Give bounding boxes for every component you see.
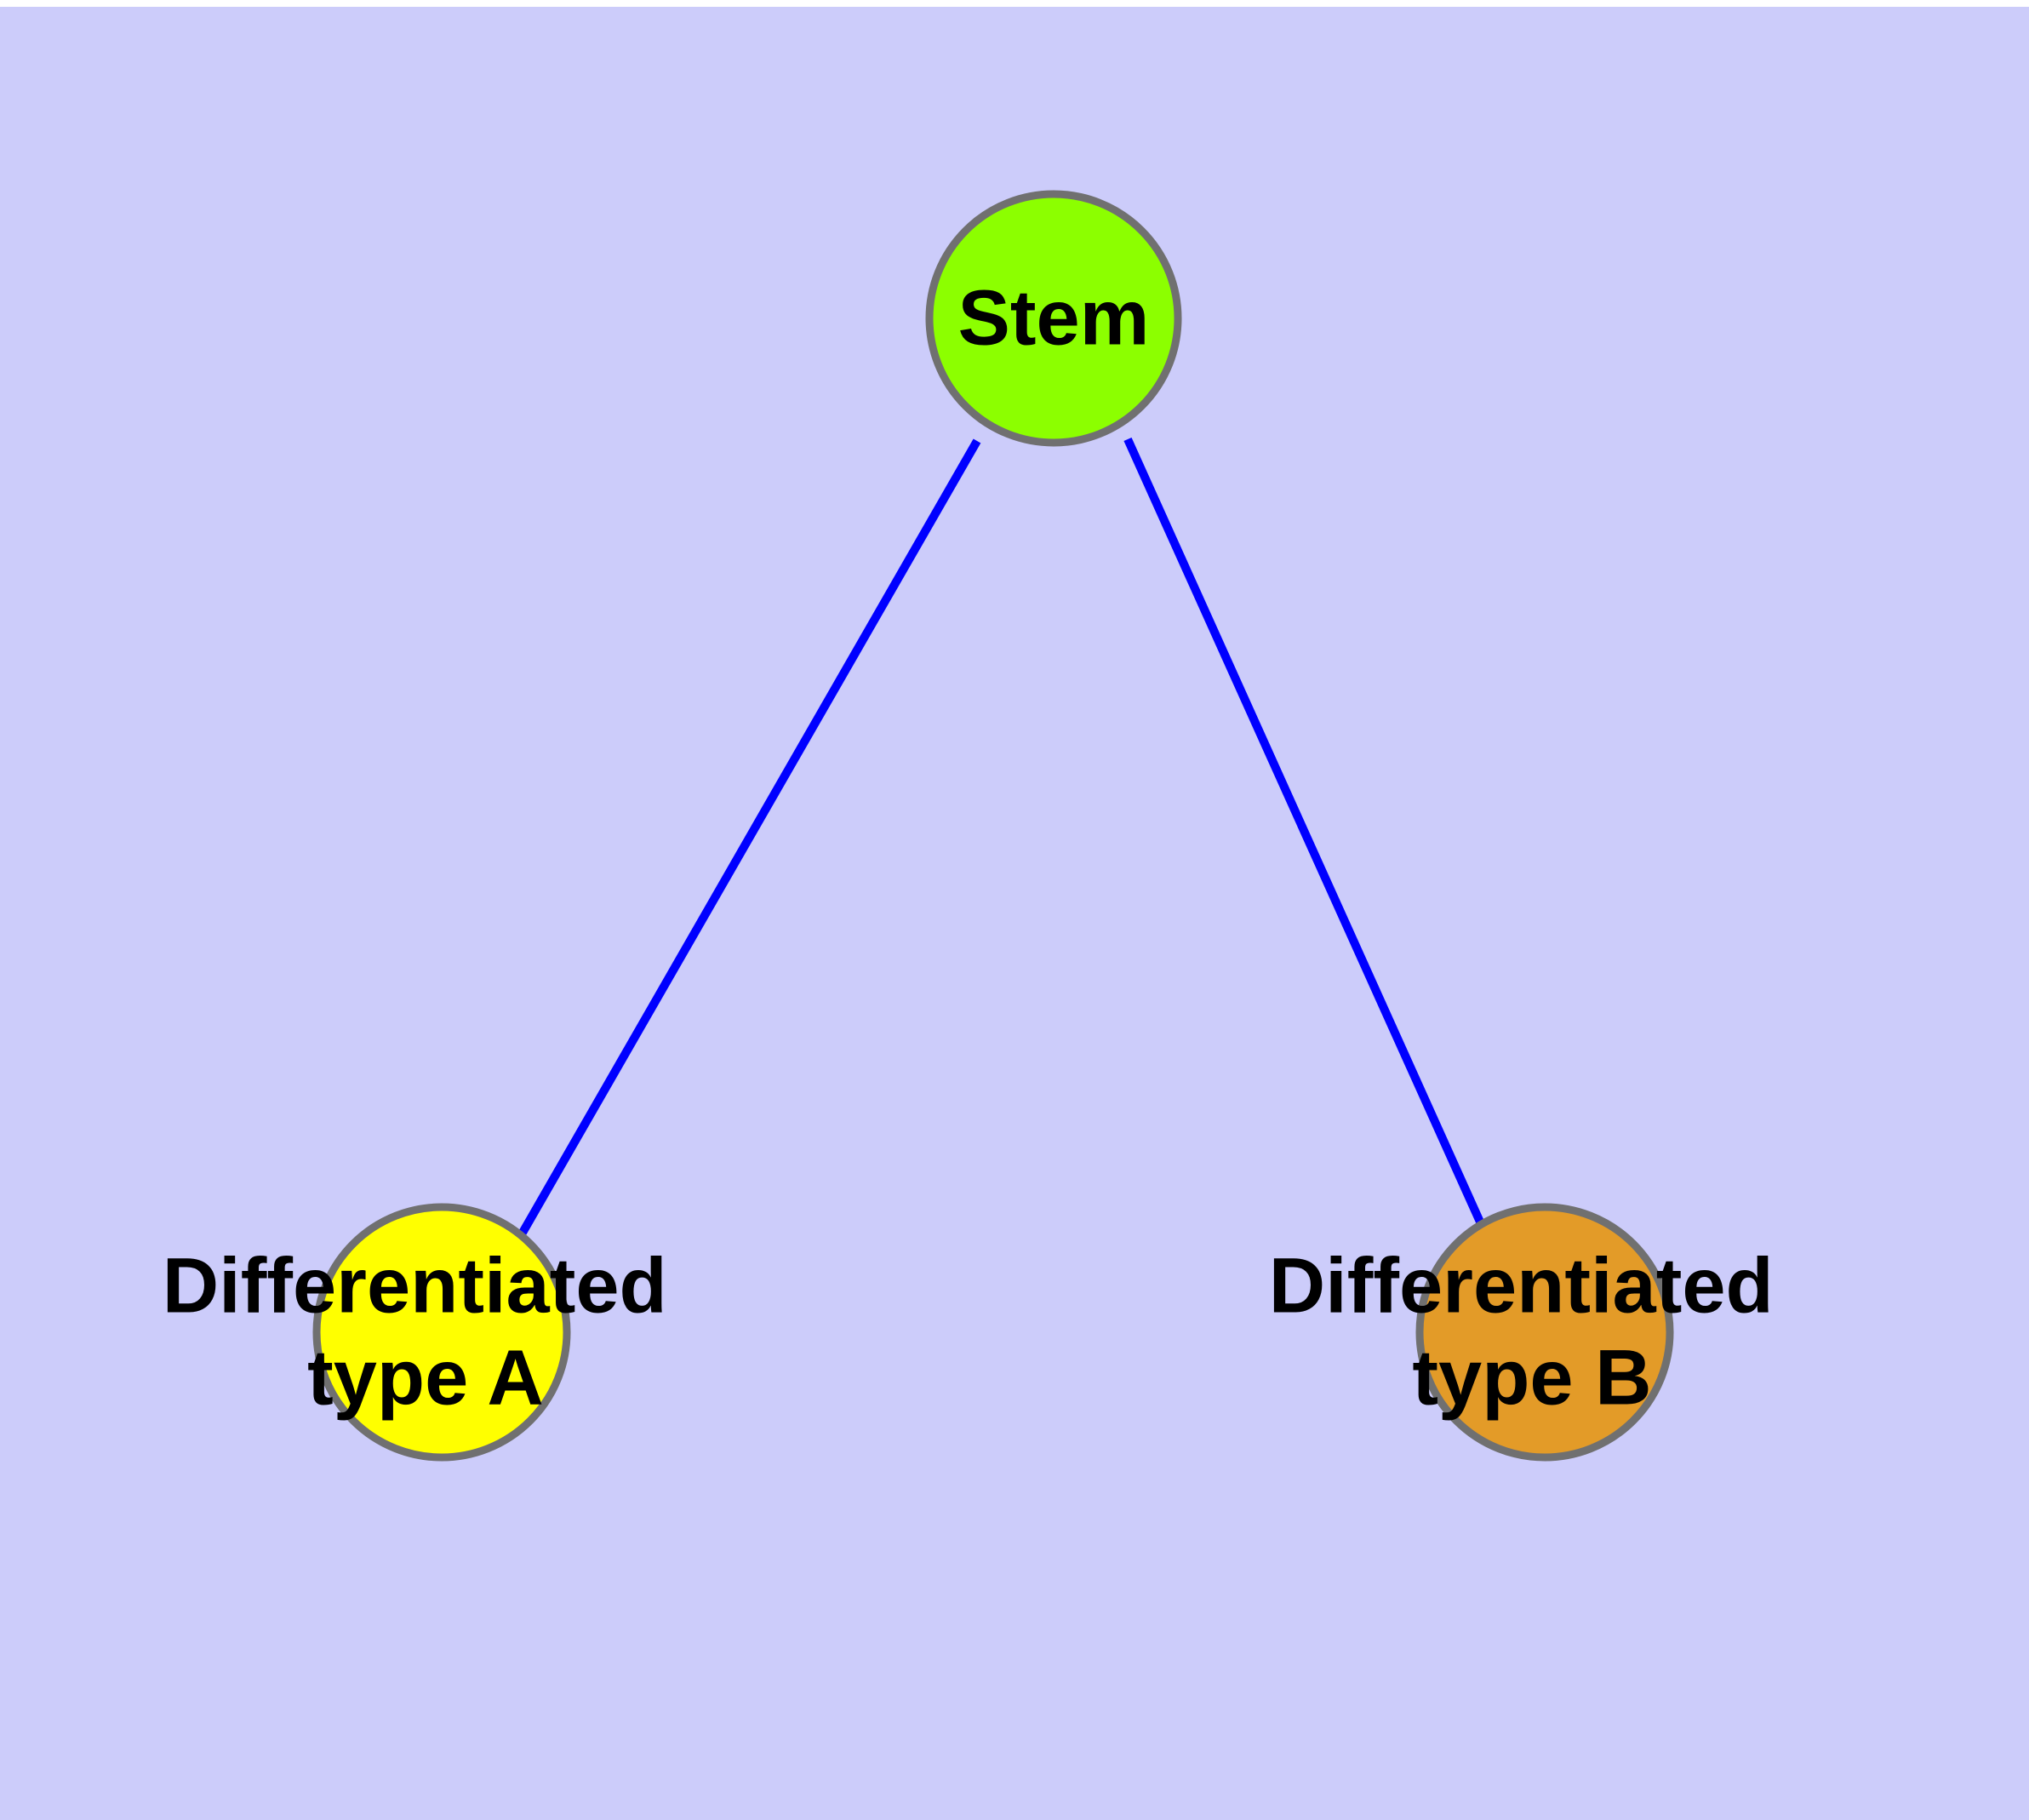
edge-stem-to-differentiated-type-a[interactable] (518, 438, 981, 1235)
node-label-stem: Stem (958, 275, 1150, 362)
nodes-layer (312, 190, 1674, 1462)
node-label-differentiated-type-a-line-1: Differentiated (163, 1243, 667, 1330)
node-label-differentiated-type-b: Differentiated type B (1269, 1237, 1796, 1422)
node-label-differentiated-type-b-line-1: Differentiated (1269, 1243, 1774, 1330)
labels-layer: Stem Differentiated type A Differentiate… (163, 275, 1796, 1422)
edges-layer (518, 437, 1487, 1235)
node-label-stem-line-1: Stem (958, 275, 1150, 362)
node-label-differentiated-type-b-line-2: type B (1412, 1335, 1651, 1422)
node-label-differentiated-type-a: Differentiated type A (163, 1237, 689, 1422)
node-stem[interactable] (925, 190, 1182, 447)
node-differentiated-type-b[interactable] (1415, 1203, 1674, 1462)
edge-stem-to-differentiated-type-b[interactable] (1123, 437, 1487, 1230)
node-differentiated-type-a[interactable] (312, 1203, 571, 1462)
node-label-differentiated-type-a-line-2: type A (307, 1335, 544, 1422)
